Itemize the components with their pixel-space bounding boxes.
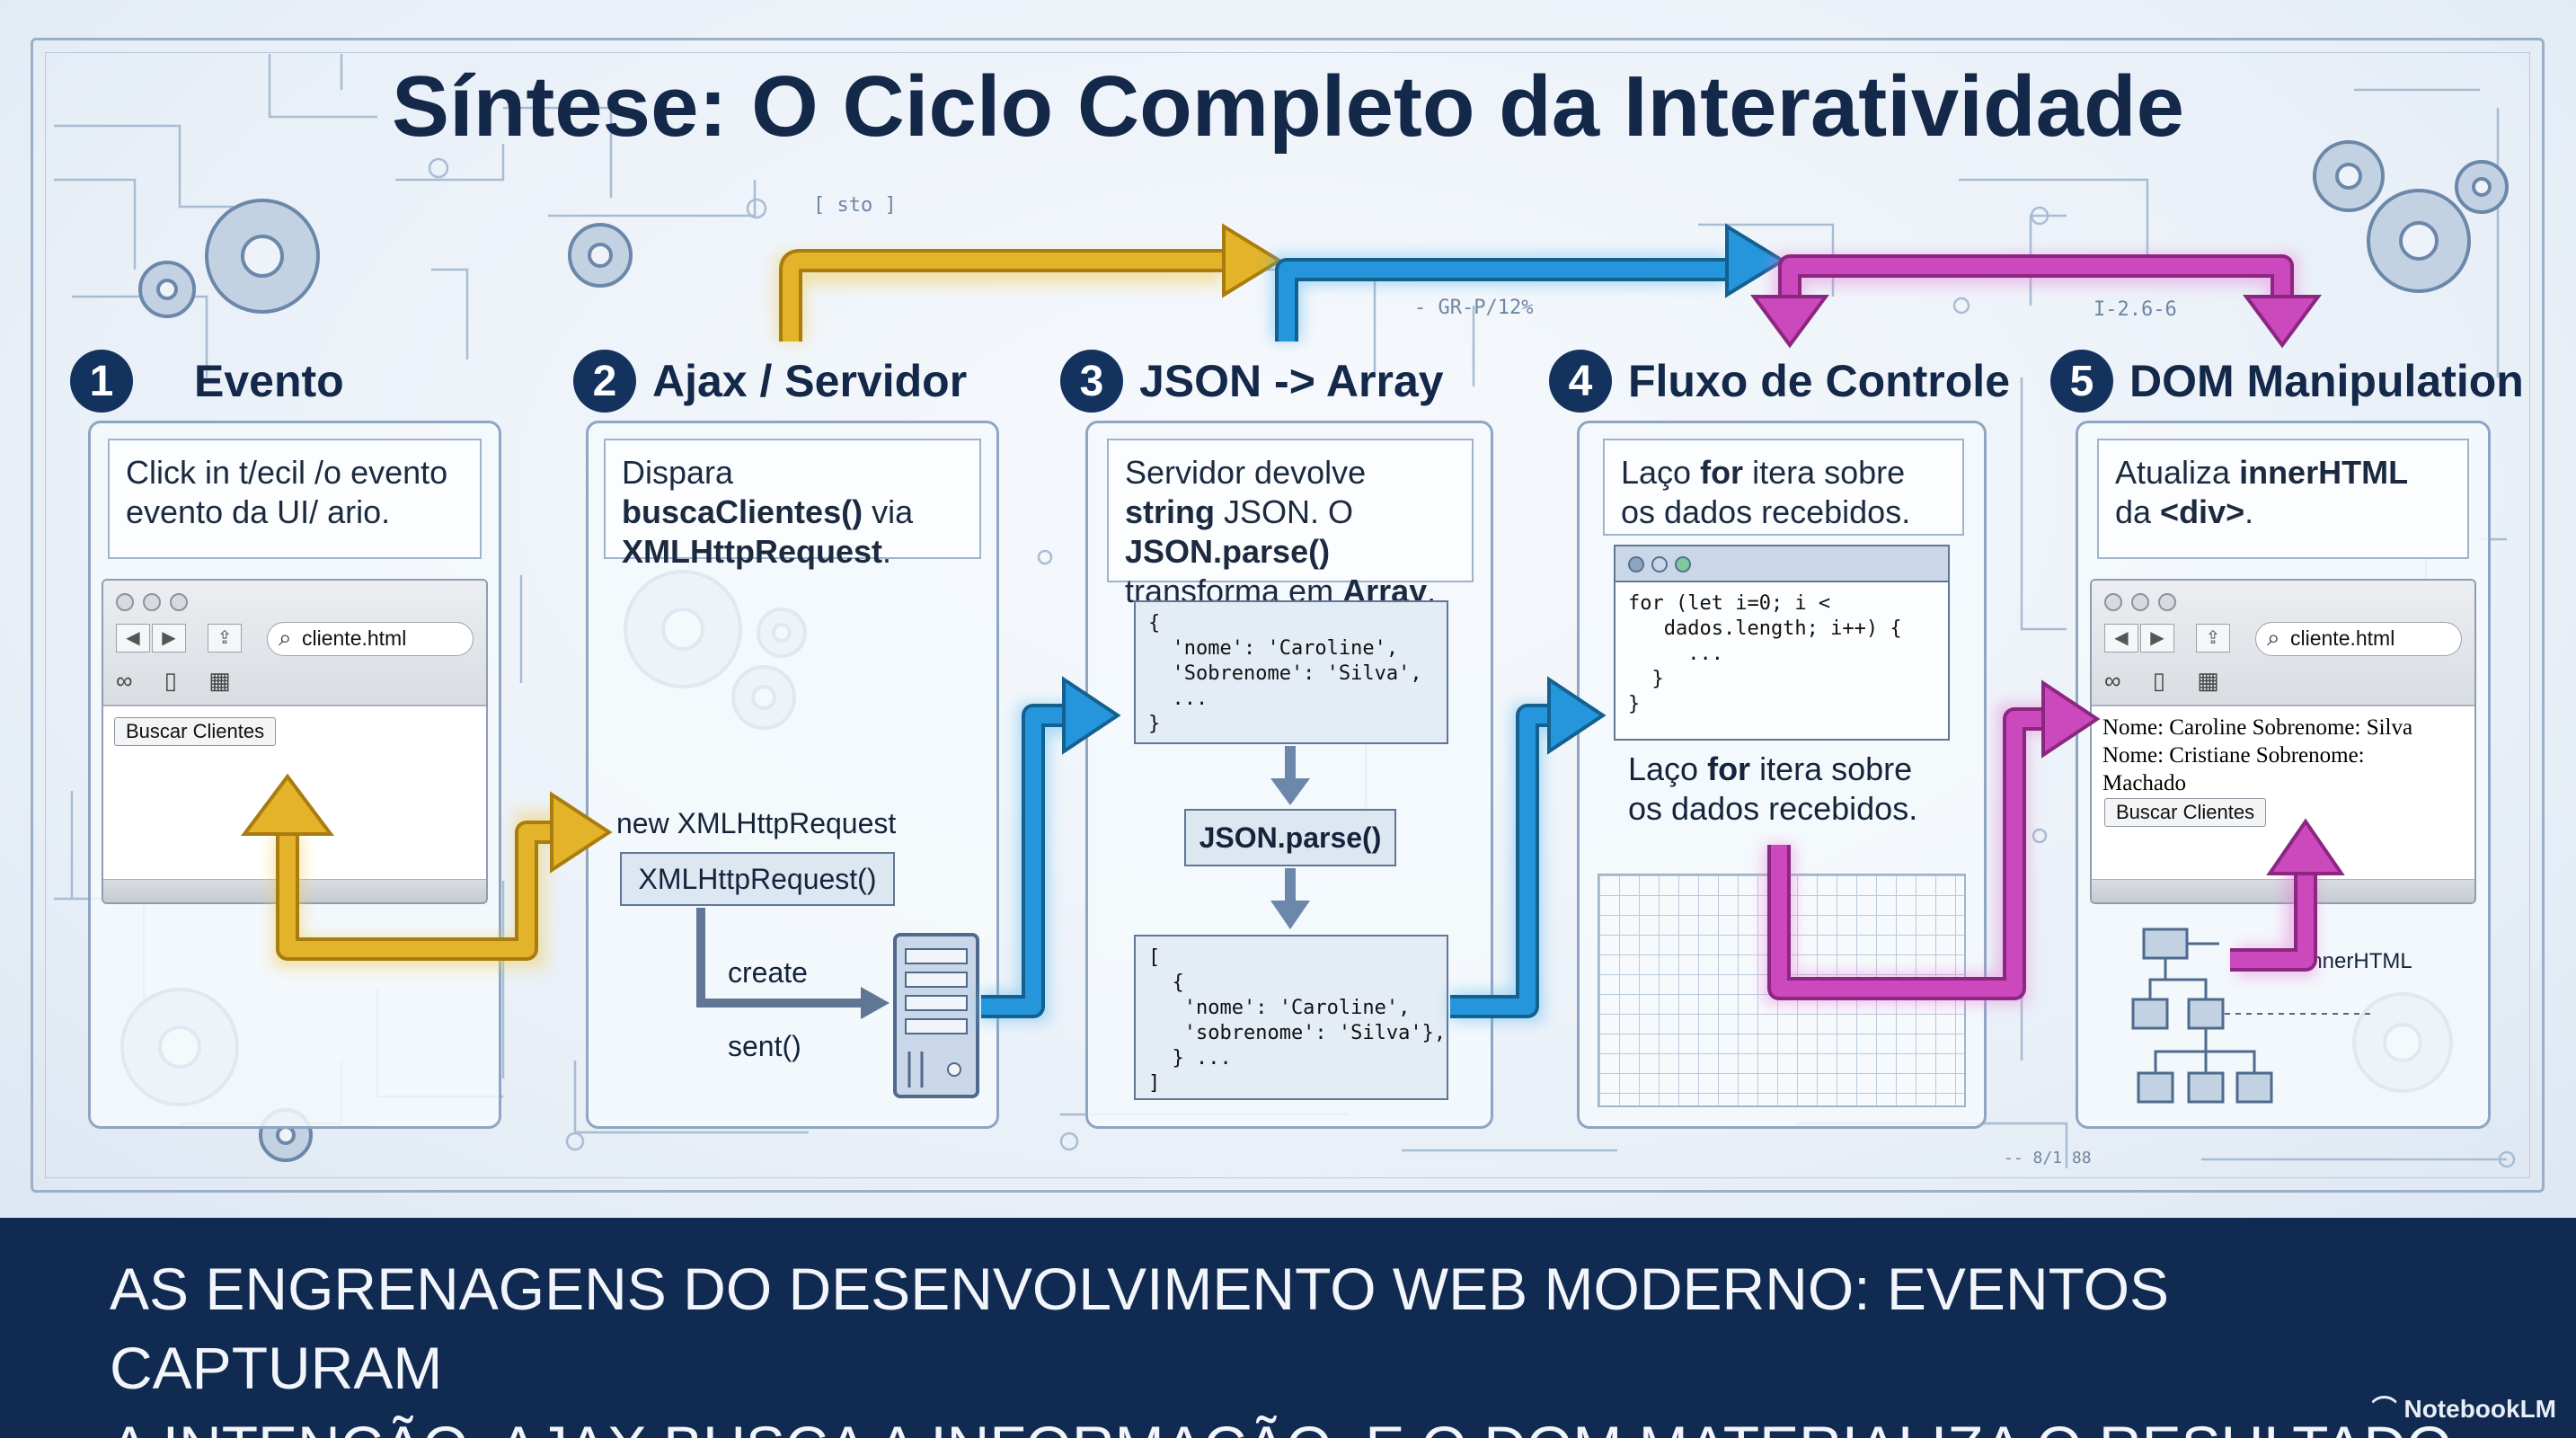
editor-dot-2 bbox=[1651, 556, 1668, 573]
json-array-code: [ { 'nome': 'Caroline', 'sobrenome': 'Si… bbox=[1134, 935, 1448, 1100]
forward-arrow-icon-5[interactable]: ▶ bbox=[2140, 624, 2174, 652]
stage-3-badge: 3 bbox=[1060, 350, 1123, 413]
stage-2-note-xhr: XMLHttpRequest bbox=[622, 533, 882, 570]
browser-statusbar-5 bbox=[2092, 879, 2474, 902]
outer-frame bbox=[31, 38, 2545, 1193]
new-xhr-label: new XMLHttpRequest bbox=[616, 807, 897, 839]
stage-3-title: JSON -> Array bbox=[1139, 356, 1444, 406]
stage-5-badge: 5 bbox=[2050, 350, 2113, 413]
editor-titlebar bbox=[1616, 546, 1948, 582]
footer-caption: AS ENGRENAGENS DO DESENVOLVIMENTO WEB MO… bbox=[110, 1249, 2518, 1438]
address-bar[interactable]: cliente.html bbox=[267, 622, 474, 656]
stage-4-note-2-text: Laço bbox=[1628, 750, 1708, 787]
result-line-3: Machado bbox=[2102, 771, 2187, 795]
back-arrow-icon-5[interactable]: ◀ bbox=[2104, 624, 2138, 652]
stage-4-note-2-for: for bbox=[1707, 750, 1751, 787]
flow-arrows-layer bbox=[241, 223, 2372, 1104]
share-icon[interactable]: ⇪ bbox=[208, 624, 242, 652]
notebooklm-icon: ⌒ bbox=[2371, 1395, 2397, 1423]
stage-1-title: Evento bbox=[194, 356, 344, 406]
stage-4-note-end: itera sobre os dados recebidos. bbox=[1621, 454, 1911, 530]
footer-banner bbox=[0, 1218, 2576, 1438]
toolbar-icons: ∞ ▯ ▦ bbox=[116, 667, 243, 694]
stage-3-note-parse: JSON.parse() bbox=[1125, 533, 1331, 570]
footer-line-1: AS ENGRENAGENS DO DESENVOLVIMENTO WEB MO… bbox=[110, 1256, 2170, 1401]
stage-3-note-text-mid: JSON. O bbox=[1215, 493, 1354, 530]
toolbar-icons-5: ∞ ▯ ▦ bbox=[2104, 667, 2232, 694]
stage-2-note-text: Dispara bbox=[622, 454, 734, 491]
code-editor-window: for (let i=0; i < dados.length; i++) { .… bbox=[1614, 545, 1950, 741]
inner-frame bbox=[45, 52, 2530, 1178]
stage-5-title: DOM Manipulation bbox=[2129, 356, 2524, 406]
page-title: Síntese: O Ciclo Completo da Interativid… bbox=[391, 58, 2185, 155]
stage-1-note: Click in t/ecil /o evento evento da UI/ … bbox=[108, 439, 482, 559]
stage-4-note: Laço for itera sobre os dados recebidos. bbox=[1603, 439, 1964, 536]
stage-4-note-2: Laço for itera sobre os dados recebidos. bbox=[1628, 750, 1952, 829]
stage-3-note-string: string bbox=[1125, 493, 1216, 530]
forward-arrow-icon[interactable]: ▶ bbox=[152, 624, 186, 652]
window-close-dot[interactable] bbox=[116, 593, 134, 611]
stage-2-note-end: . bbox=[882, 533, 892, 570]
stage-4-note-text: Laço bbox=[1621, 454, 1701, 491]
share-icon-5[interactable]: ⇪ bbox=[2196, 624, 2230, 652]
json-string-code: { 'nome': 'Caroline', 'Sobrenome': 'Silv… bbox=[1134, 600, 1448, 744]
xhr-box: XMLHttpRequest() bbox=[620, 852, 895, 906]
stage-5-note: Atualiza innerHTML da <div>. bbox=[2097, 439, 2469, 559]
stage-2-note-function: buscaClientes() bbox=[622, 493, 863, 530]
window-minimize-dot[interactable] bbox=[143, 593, 161, 611]
stage-2-title: Ajax / Servidor bbox=[652, 356, 968, 406]
create-label: create bbox=[728, 956, 808, 989]
stage-5-note-end: . bbox=[2244, 493, 2254, 530]
result-line-1: Nome: Caroline Sobrenome: Silva bbox=[2102, 715, 2413, 740]
stage-5-note-text: Atualiza bbox=[2115, 454, 2240, 491]
editor-dot-1 bbox=[1628, 556, 1644, 573]
buscar-clientes-button[interactable]: Buscar Clientes bbox=[114, 717, 277, 746]
stage-5-header: 5 DOM Manipulation bbox=[2050, 345, 2524, 417]
annotation-sto: [ sto ] bbox=[813, 194, 897, 217]
browser-toolbar: ◀ ▶ ⇪ cliente.html ∞ ▯ ▦ bbox=[103, 581, 486, 706]
stage-1-badge: 1 bbox=[70, 350, 133, 413]
window-maximize-dot-5[interactable] bbox=[2158, 593, 2176, 611]
result-line-2: Nome: Cristiane Sobrenome: bbox=[2102, 743, 2365, 768]
stage-5-note-innerhtml: innerHTML bbox=[2239, 454, 2409, 491]
stage-4-header: 4 Fluxo de Controle bbox=[1549, 345, 2010, 417]
json-parse-box: JSON.parse() bbox=[1184, 809, 1396, 866]
stage-5-note-text-mid: da bbox=[2115, 493, 2161, 530]
stage-3-header: 3 JSON -> Array bbox=[1060, 345, 1444, 417]
stage-5-note-div: <div> bbox=[2160, 493, 2245, 530]
stage-4-title: Fluxo de Controle bbox=[1628, 356, 2010, 406]
notebooklm-logo: ⌒ NotebookLM bbox=[2372, 1389, 2556, 1425]
rendered-results: Nome: Caroline Sobrenome: Silva Nome: Cr… bbox=[2102, 714, 2471, 797]
server-icon bbox=[893, 933, 979, 1098]
buscar-clientes-button-5[interactable]: Buscar Clientes bbox=[2104, 798, 2267, 827]
stage-1-header: 1 Evento bbox=[70, 345, 344, 417]
stage-3-note-text: Servidor devolve bbox=[1125, 454, 1367, 491]
stage-2-badge: 2 bbox=[573, 350, 636, 413]
back-arrow-icon[interactable]: ◀ bbox=[116, 624, 150, 652]
editor-dot-3 bbox=[1675, 556, 1691, 573]
window-close-dot-5[interactable] bbox=[2104, 593, 2122, 611]
stage-2-note: Dispara buscaClientes() via XMLHttpReque… bbox=[604, 439, 981, 570]
innerhtml-label: innerHTML bbox=[2306, 949, 2412, 973]
stage-4-badge: 4 bbox=[1549, 350, 1612, 413]
browser-toolbar-5: ◀ ▶ ⇪ cliente.html ∞ ▯ ▦ bbox=[2092, 581, 2474, 706]
window-maximize-dot[interactable] bbox=[170, 593, 188, 611]
for-loop-code: for (let i=0; i < dados.length; i++) { .… bbox=[1628, 592, 1902, 715]
stage-2-note-text-mid: via bbox=[863, 493, 914, 530]
stage-2-header: 2 Ajax / Servidor bbox=[573, 345, 967, 417]
annotation-gr: - GR-P/12% bbox=[1414, 297, 1534, 319]
annotation-bottom: -- 8/1 88 bbox=[2004, 1149, 2092, 1167]
footer-line-2: A INTENÇÃO, AJAX BUSCA A INFORMAÇÃO, E O… bbox=[110, 1407, 2518, 1438]
annotation-version: I-2.6-6 bbox=[2094, 298, 2177, 321]
stage-3-note-end: . bbox=[1427, 573, 1437, 609]
stage-4-note-2-end: itera sobre os dados recebidos. bbox=[1628, 750, 1918, 827]
stage-5-browser-window: ◀ ▶ ⇪ cliente.html ∞ ▯ ▦ Nome: Caroline … bbox=[2090, 579, 2476, 904]
notebooklm-label: NotebookLM bbox=[2403, 1395, 2556, 1423]
dom-tree-icon bbox=[2131, 928, 2273, 1104]
stage-4-note-for: for bbox=[1700, 454, 1744, 491]
stage-3-note: Servidor devolve string JSON. O JSON.par… bbox=[1107, 439, 1474, 609]
window-minimize-dot-5[interactable] bbox=[2131, 593, 2149, 611]
sent-label: sent() bbox=[728, 1030, 801, 1062]
address-bar-5[interactable]: cliente.html bbox=[2255, 622, 2462, 656]
